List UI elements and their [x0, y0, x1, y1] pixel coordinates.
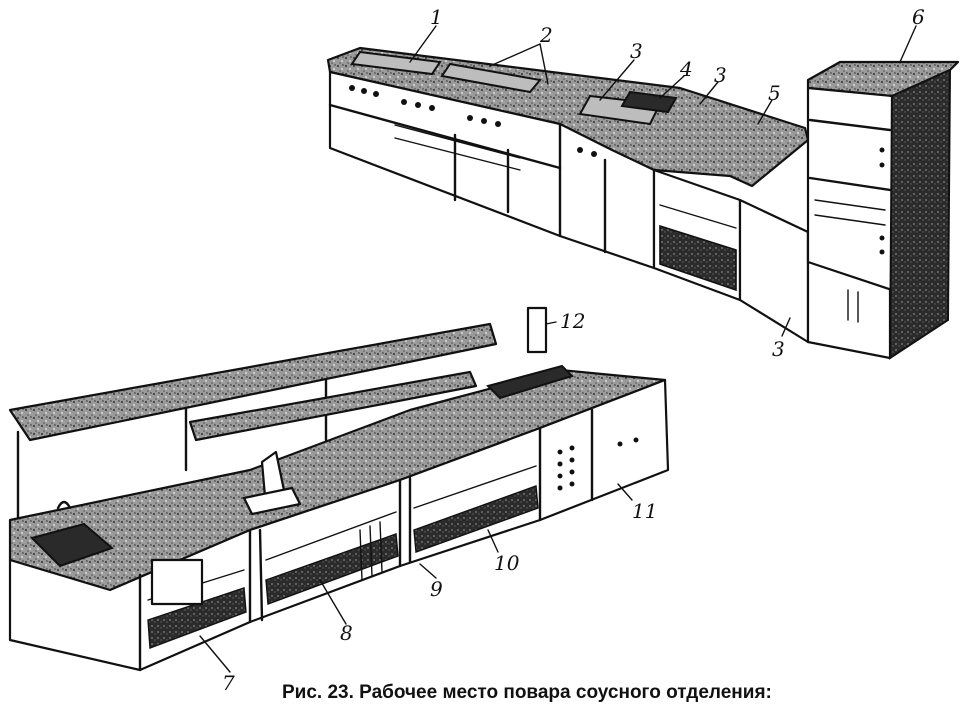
- callout-7: 7: [222, 671, 235, 695]
- callout-3a: 3: [630, 39, 643, 63]
- callout-12: 12: [560, 309, 585, 333]
- stove-knobs: [349, 85, 597, 157]
- callout-1: 1: [430, 5, 443, 29]
- figure-caption: Рис. 23. Рабочее место повара соусного о…: [282, 682, 772, 703]
- tall-cabinet-side: [888, 68, 952, 360]
- leader-lines: [199, 25, 917, 673]
- callout-11: 11: [632, 499, 657, 523]
- callout-6: 6: [912, 5, 925, 29]
- callout-8: 8: [340, 621, 353, 645]
- callout-5: 5: [768, 81, 781, 105]
- upper-shelf: [8, 322, 498, 442]
- callout-10: 10: [494, 551, 520, 575]
- callout-numbers: 1 2 3 4 3 5 6 3 12 11 10 9 8 7: [222, 5, 925, 695]
- callout-9: 9: [430, 577, 443, 601]
- callout-2: 2: [539, 23, 553, 47]
- wall-outlet: [526, 306, 548, 354]
- callout-3c: 3: [772, 337, 785, 361]
- lower-workstation-line: [8, 306, 670, 672]
- control-panel-buttons: [557, 445, 575, 491]
- upper-equipment-line: [326, 46, 960, 360]
- sink: [30, 522, 114, 568]
- callout-3b: 3: [714, 63, 727, 87]
- callout-4: 4: [679, 57, 693, 81]
